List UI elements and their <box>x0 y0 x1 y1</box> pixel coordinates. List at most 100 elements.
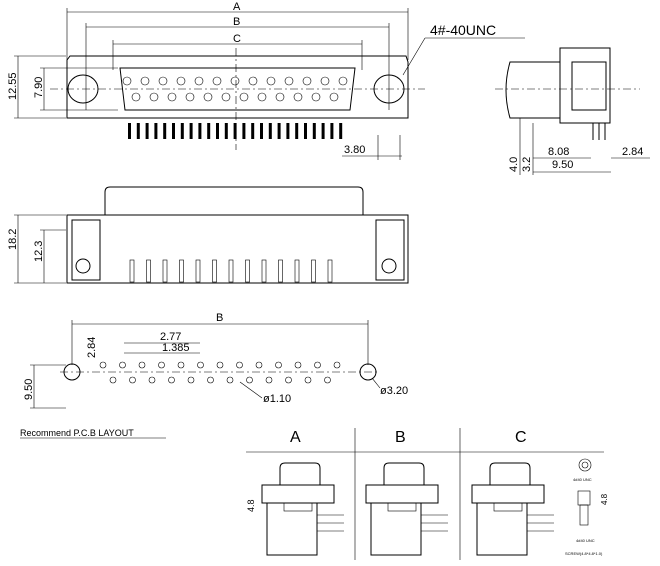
contact <box>185 92 195 102</box>
variant-c-slot <box>493 502 523 512</box>
pin <box>162 259 168 283</box>
pcb-hole <box>177 361 185 369</box>
pin <box>321 123 325 139</box>
pcb-hole <box>246 376 253 384</box>
variant-b-slot <box>387 502 417 512</box>
variant-c-shell <box>489 462 531 485</box>
contact <box>176 76 186 86</box>
pcb-hole-large: ø3.20 <box>380 385 408 397</box>
variant-a-shell <box>279 462 321 485</box>
variant-a-slot <box>283 502 313 512</box>
pin <box>245 259 250 283</box>
pin <box>304 123 307 139</box>
pcb-hole <box>197 361 204 369</box>
pin <box>128 123 131 139</box>
contact <box>212 76 222 86</box>
contact <box>284 76 294 86</box>
pcb-hole <box>304 376 312 384</box>
contact <box>248 76 258 86</box>
pin <box>242 123 246 139</box>
pcb-hole <box>275 361 282 369</box>
contact <box>194 76 204 86</box>
contact <box>239 92 249 102</box>
pin <box>207 123 211 139</box>
contact <box>275 92 285 102</box>
pin <box>212 259 217 283</box>
pin <box>154 123 158 139</box>
dim-12-3: 12.3 <box>33 241 45 262</box>
contact <box>329 92 339 102</box>
pcb-hole <box>158 361 165 369</box>
dim-18-2: 18.2 <box>7 229 19 250</box>
pin <box>145 123 149 139</box>
pin <box>260 123 263 139</box>
pcb-dim-2-77: 2.77 <box>160 331 181 343</box>
pcb-hole <box>148 376 156 384</box>
pin <box>129 259 135 283</box>
contact <box>167 92 177 102</box>
front-view: A B C 4#-40UNC 12.55 7.90 3.80 <box>7 1 525 160</box>
pcb-dim-1-385: 1.385 <box>162 342 190 354</box>
variant-label-c: C <box>515 429 527 446</box>
dim-7-90: 7.90 <box>33 77 45 98</box>
pin <box>136 123 140 139</box>
dim-4-0: 4.0 <box>508 157 520 172</box>
pin <box>277 123 281 139</box>
pin <box>198 123 202 139</box>
pin <box>312 123 316 139</box>
pcb-dim-b: B <box>216 312 223 324</box>
contact <box>320 76 330 86</box>
pin <box>261 259 267 283</box>
screw-note: SCREW(4.8*4.8*1.0) <box>565 551 603 556</box>
contact <box>122 76 132 86</box>
contact <box>131 92 141 102</box>
pin <box>179 259 184 283</box>
pcb-hole <box>109 376 117 384</box>
dim-b: B <box>233 16 240 28</box>
pin <box>295 123 299 139</box>
pin <box>216 123 219 139</box>
dim-8-08: 8.08 <box>548 146 569 158</box>
screw-height: 4.8 <box>600 493 609 505</box>
pin <box>146 259 151 283</box>
pcb-hole <box>226 376 234 384</box>
variant-label-b: B <box>395 429 406 446</box>
pcb-hole <box>187 376 195 384</box>
pcb-hole <box>99 361 107 369</box>
pin <box>286 123 290 139</box>
pcb-hole <box>207 376 214 384</box>
pin <box>224 123 228 139</box>
pcb-hole <box>255 361 263 369</box>
side-view: 4.0 3.2 8.08 9.50 2.84 <box>495 47 650 175</box>
pcb-hole <box>119 361 126 369</box>
pcb-hole <box>216 361 224 369</box>
variant-c-flange <box>471 484 545 504</box>
contact <box>293 92 303 102</box>
pin <box>195 259 201 283</box>
pin <box>233 123 237 139</box>
pin <box>180 123 184 139</box>
contact <box>302 76 312 86</box>
pin <box>172 123 175 139</box>
dim-2-84: 2.84 <box>622 146 643 158</box>
contact <box>221 92 231 102</box>
pcb-hole <box>285 376 292 384</box>
pin <box>189 123 193 139</box>
pin <box>251 123 255 139</box>
contact <box>158 76 168 86</box>
pcb-hole-small: ø1.10 <box>263 393 291 405</box>
pcb-hole <box>138 361 146 369</box>
contact <box>311 92 321 102</box>
pcb-dim-2-84: 2.84 <box>86 337 98 358</box>
pcb-hole <box>324 376 331 384</box>
pcb-dim-9-50: 9.50 <box>23 379 35 400</box>
pcb-hole <box>314 361 321 369</box>
pin <box>294 259 300 283</box>
dim-3-80: 3.80 <box>344 144 365 156</box>
pcb-hole <box>129 376 136 384</box>
pcb-hole <box>294 361 302 369</box>
pcb-layout: B 2.84 2.77 1.385 ø1.10 ø3.20 9.50 Recom… <box>20 312 408 439</box>
variants: A B C 4.8 4#40 UNC 4.8 4#40 UNC SCREW(4.… <box>246 428 609 560</box>
contact <box>149 92 159 102</box>
